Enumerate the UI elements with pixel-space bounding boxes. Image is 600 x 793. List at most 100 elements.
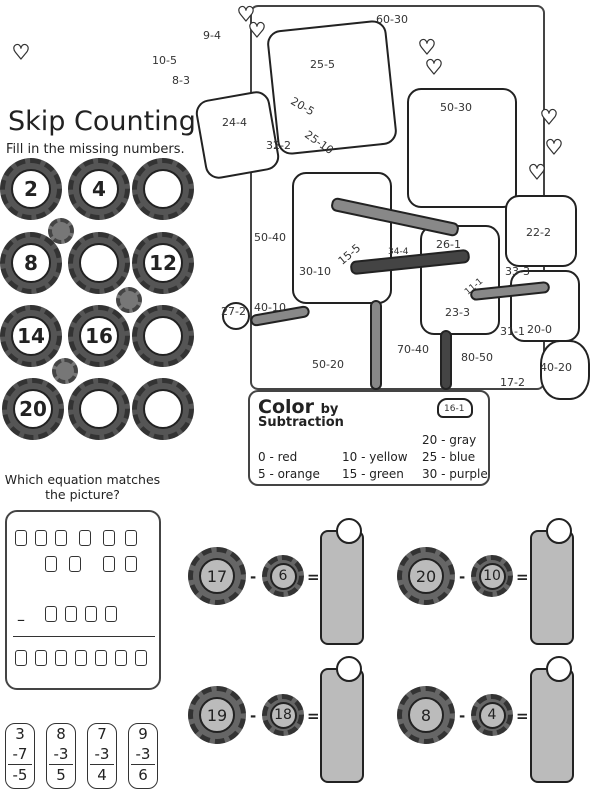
mini-robot: [125, 530, 137, 546]
region-label: 60-30: [376, 13, 408, 26]
heart-icon: ♥: [424, 54, 443, 79]
region-label: 24-4: [222, 116, 247, 129]
gear-number: 16: [68, 305, 130, 367]
region-label: 50-20: [312, 358, 344, 371]
gear-number: 14: [0, 305, 62, 367]
small-gear-icon: [116, 287, 142, 313]
legend-item: 30 - purple: [422, 467, 488, 481]
divider: [13, 636, 155, 637]
legend-item: 5 - orange: [258, 467, 320, 481]
heart-icon: ♥: [539, 104, 558, 129]
gear-minuend: 20: [397, 547, 455, 605]
region-label: 40-20: [540, 361, 572, 374]
minus-sign: -: [459, 707, 466, 725]
robot-answer-box[interactable]: [530, 518, 574, 645]
region-label: 8-3: [172, 74, 190, 87]
region-label: 26-1: [436, 238, 461, 251]
region-label: 27-2: [221, 305, 246, 318]
legend-item: 10 - yellow: [342, 450, 408, 464]
region-label: 80-50: [461, 351, 493, 364]
answer-choice[interactable]: 3-7-5: [5, 723, 35, 789]
mini-robot: [79, 530, 91, 546]
region-label: 30-10: [299, 265, 331, 278]
gear-subtrahend: 18: [262, 694, 304, 736]
legend-by: by: [320, 402, 339, 417]
region-label: 17-2: [500, 376, 525, 389]
legend-item: 15 - green: [342, 467, 404, 481]
legend-item: 0 - red: [258, 450, 298, 464]
region-label: 16-1: [444, 404, 465, 414]
robot-answer-box[interactable]: [530, 656, 574, 783]
skip-counting-title: Skip Counting: [8, 106, 196, 137]
minus-sign: -: [459, 568, 466, 586]
gear-number: 2: [0, 158, 62, 220]
gear-minuend: 19: [188, 686, 246, 744]
mini-robot: [15, 530, 27, 546]
gear-blank[interactable]: [68, 378, 130, 440]
mini-robot: [125, 556, 137, 572]
gear-number: 8: [0, 232, 62, 294]
minus-sign: -: [250, 707, 257, 725]
region-label: 34-4: [388, 247, 409, 257]
gear-blank[interactable]: [132, 305, 194, 367]
mini-robot: [95, 650, 107, 666]
mini-robot: [135, 650, 147, 666]
mini-robot: [35, 650, 47, 666]
gear-number: 12: [132, 232, 194, 294]
heart-icon: ♥: [544, 134, 563, 159]
gear-blank[interactable]: [132, 158, 194, 220]
gear-blank[interactable]: [132, 378, 194, 440]
mini-robot: [103, 530, 115, 546]
mini-robot: [45, 556, 57, 572]
minus-sign: -: [250, 568, 257, 586]
gear-blank[interactable]: [68, 232, 130, 294]
gear-subtrahend: 10: [471, 555, 513, 597]
robot-answer-box[interactable]: [320, 518, 364, 645]
small-gear-icon: [52, 358, 78, 384]
region-label: 20-0: [527, 323, 552, 336]
region-label: 32-2: [266, 139, 291, 152]
gear-number: 4: [68, 158, 130, 220]
mini-robot: [35, 530, 47, 546]
gear-number: 20: [2, 378, 64, 440]
heart-icon: ♥: [527, 159, 546, 184]
legend-item: 25 - blue: [422, 450, 476, 464]
heart-icon: ♥: [11, 39, 30, 64]
region-label: 50-40: [254, 231, 286, 244]
mini-robot: [45, 606, 57, 622]
mini-robot: [85, 606, 97, 622]
equals-sign: =: [307, 568, 320, 586]
robot-body-left: [292, 172, 392, 304]
region-label: 10-5: [152, 54, 177, 67]
mini-robot: [69, 556, 81, 572]
robot-leg: [370, 300, 382, 390]
gear-minuend: 17: [188, 547, 246, 605]
mini-robot: [105, 606, 117, 622]
equation-picture: –: [5, 510, 161, 690]
mini-robot: [115, 650, 127, 666]
robot-head-right: [407, 88, 517, 208]
region-label: 25-5: [310, 58, 335, 71]
region-label: 22-2: [526, 226, 551, 239]
skip-counting-instruction: Fill in the missing numbers.: [6, 142, 185, 157]
robot-leg: [440, 330, 452, 390]
mini-robot: [103, 556, 115, 572]
robot-answer-box[interactable]: [320, 656, 364, 783]
robot-shoe: [437, 398, 473, 418]
equals-sign: =: [307, 707, 320, 725]
robot-hand: [222, 302, 250, 330]
heart-icon: ♥: [236, 1, 255, 26]
region-label: 31-1: [500, 325, 525, 338]
legend-subtitle: Subtraction: [258, 415, 344, 430]
equals-sign: =: [516, 568, 529, 586]
heart-icon: ♥: [417, 34, 436, 59]
mini-robot: [55, 530, 67, 546]
region-label: 9-4: [203, 29, 221, 42]
heart-icon: ♥: [247, 17, 266, 42]
mini-robot: [75, 650, 87, 666]
minus-sign: –: [17, 610, 25, 629]
region-label: 70-40: [397, 343, 429, 356]
